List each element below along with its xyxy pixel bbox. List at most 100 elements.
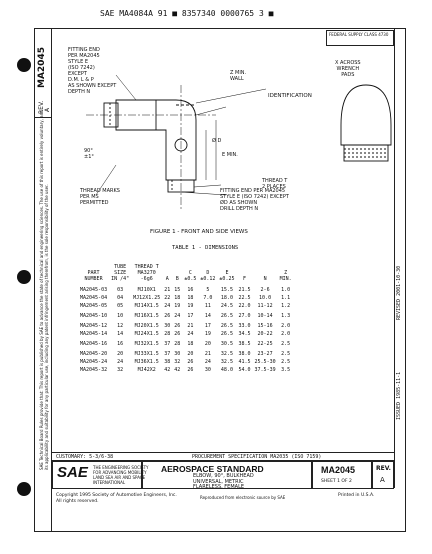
table-cell: MJ36X1.5	[134, 359, 159, 365]
sae-logo-box: SAE THE ENGINEERING SOCIETY FOR ADVANCIN…	[52, 461, 149, 489]
table-header-cell: C ±0.5	[184, 270, 197, 282]
elbow-body-outline	[115, 99, 197, 181]
table-cell: 33.0	[238, 323, 251, 329]
table-cell: 21	[187, 323, 194, 329]
left-side-strip	[34, 28, 52, 532]
table-cell: 30	[174, 351, 181, 357]
angle-label: 90° ±1°	[84, 148, 94, 160]
table-cell: 19	[174, 303, 181, 309]
table-cell: MJ16X1.5	[134, 313, 159, 319]
table-header-cell: D ±0.12	[200, 270, 216, 282]
table-title: TABLE 1 - DIMENSIONS	[172, 245, 239, 251]
table-cell: 19	[187, 303, 194, 309]
table-header-cell: TUBE SIZE IN /4"	[111, 264, 130, 282]
table-cell: MA2045-12	[80, 323, 108, 329]
table-cell: 30.5	[220, 341, 233, 347]
table-cell: 32	[174, 359, 181, 365]
table-cell: 24	[204, 359, 211, 365]
table-cell: MJ24X1.5	[134, 331, 159, 337]
table-cell: 22	[164, 295, 171, 301]
table-cell: 42	[174, 367, 181, 373]
table-cell: 10-14	[257, 313, 273, 319]
table-cell: 11	[204, 303, 211, 309]
procurement-note: PROCUREMENT SPECIFICATION MA2035 (ISO 71…	[192, 454, 322, 460]
table-cell: 24	[174, 313, 181, 319]
fsc-label: FEDERAL SUPPLY CLASS 4730	[329, 32, 389, 37]
table-cell: 26.5	[220, 313, 233, 319]
table-cell: 14	[204, 313, 211, 319]
table-cell: MJ20X1.5	[134, 323, 159, 329]
table-header-cell: N	[263, 276, 267, 282]
table-cell: 28	[174, 341, 181, 347]
table-cell: 1.0	[281, 287, 291, 293]
table-cell: 17	[204, 323, 211, 329]
table-cell: 26	[174, 331, 181, 337]
thread-t-label: THREAD T 2 PLACES	[262, 178, 288, 190]
table-cell: 12	[117, 323, 124, 329]
footer-rev-value: A	[380, 476, 385, 484]
elbow-fitting-drawing	[86, 74, 392, 210]
table-cell: 1.1	[281, 295, 291, 301]
table-cell: 24	[164, 303, 171, 309]
part-description: ELBOW, 90°, BULKHEAD UNIVERSAL, METRIC F…	[193, 473, 254, 490]
table-cell: 22.5	[238, 295, 251, 301]
footer-top-bar: CUSTOMARY: 5-3/6-38 PROCUREMENT SPECIFIC…	[52, 452, 394, 461]
table-cell: 11-12	[257, 303, 273, 309]
table-cell: MJ12X1.25	[133, 295, 161, 301]
doc-number-vertical: MA2045	[37, 47, 47, 88]
table-cell: MA2045-05	[80, 303, 108, 309]
table-cell: 10	[117, 313, 124, 319]
table-cell: 26	[187, 359, 194, 365]
table-cell: 21	[164, 287, 171, 293]
table-cell: 30	[164, 323, 171, 329]
table-cell: 04	[117, 295, 124, 301]
binder-hole	[17, 270, 31, 284]
footer-rev-box: REV. A	[372, 461, 394, 489]
table-cell: 38.5	[238, 341, 251, 347]
table-cell: 24	[187, 331, 194, 337]
wrench-pads-label: X ACROSS WRENCH PADS	[335, 60, 361, 78]
table-cell: 18	[187, 341, 194, 347]
printed-note: Printed in U.S.A.	[338, 493, 375, 498]
table-cell: 54.0	[238, 367, 251, 373]
e-min-label: E MIN.	[222, 152, 238, 158]
table-cell: 34.5	[238, 331, 251, 337]
table-cell: MJ42X2	[137, 367, 156, 373]
table-cell: 25.5-30	[254, 359, 276, 365]
table-cell: 1.3	[281, 313, 291, 319]
table-cell: 7.0	[203, 295, 213, 301]
fsc-box: FEDERAL SUPPLY CLASS 4730	[326, 30, 394, 46]
table-cell: 16	[187, 287, 194, 293]
table-cell: 22-25	[257, 341, 273, 347]
table-cell: MA2045-14	[80, 331, 108, 337]
table-cell: MA2045-16	[80, 341, 108, 347]
table-cell: 05	[117, 303, 124, 309]
table-cell: 48.0	[220, 367, 233, 373]
table-cell: 27.0	[238, 313, 251, 319]
table-cell: MA2045-20	[80, 351, 108, 357]
table-cell: 23-27	[257, 351, 273, 357]
table-cell: 20	[187, 351, 194, 357]
table-cell: 2.5	[281, 359, 291, 365]
table-cell: 37.5-39	[254, 367, 276, 373]
table-cell: 26.5	[220, 323, 233, 329]
table-cell: 42	[164, 367, 171, 373]
table-cell: 32	[117, 367, 124, 373]
footer-doc-number: MA2045	[321, 465, 356, 475]
table-cell: 32.5	[220, 359, 233, 365]
table-cell: 22.0	[238, 303, 251, 309]
sae-logo: SAE	[57, 464, 88, 481]
table-cell: 14	[117, 331, 124, 337]
table-cell: 2.5	[281, 341, 291, 347]
table-cell: 15-16	[257, 323, 273, 329]
table-cell: 26.5	[220, 331, 233, 337]
table-cell: 03	[117, 287, 124, 293]
table-cell: 26	[174, 323, 181, 329]
table-header-cell: PART NUMBER	[84, 270, 103, 282]
